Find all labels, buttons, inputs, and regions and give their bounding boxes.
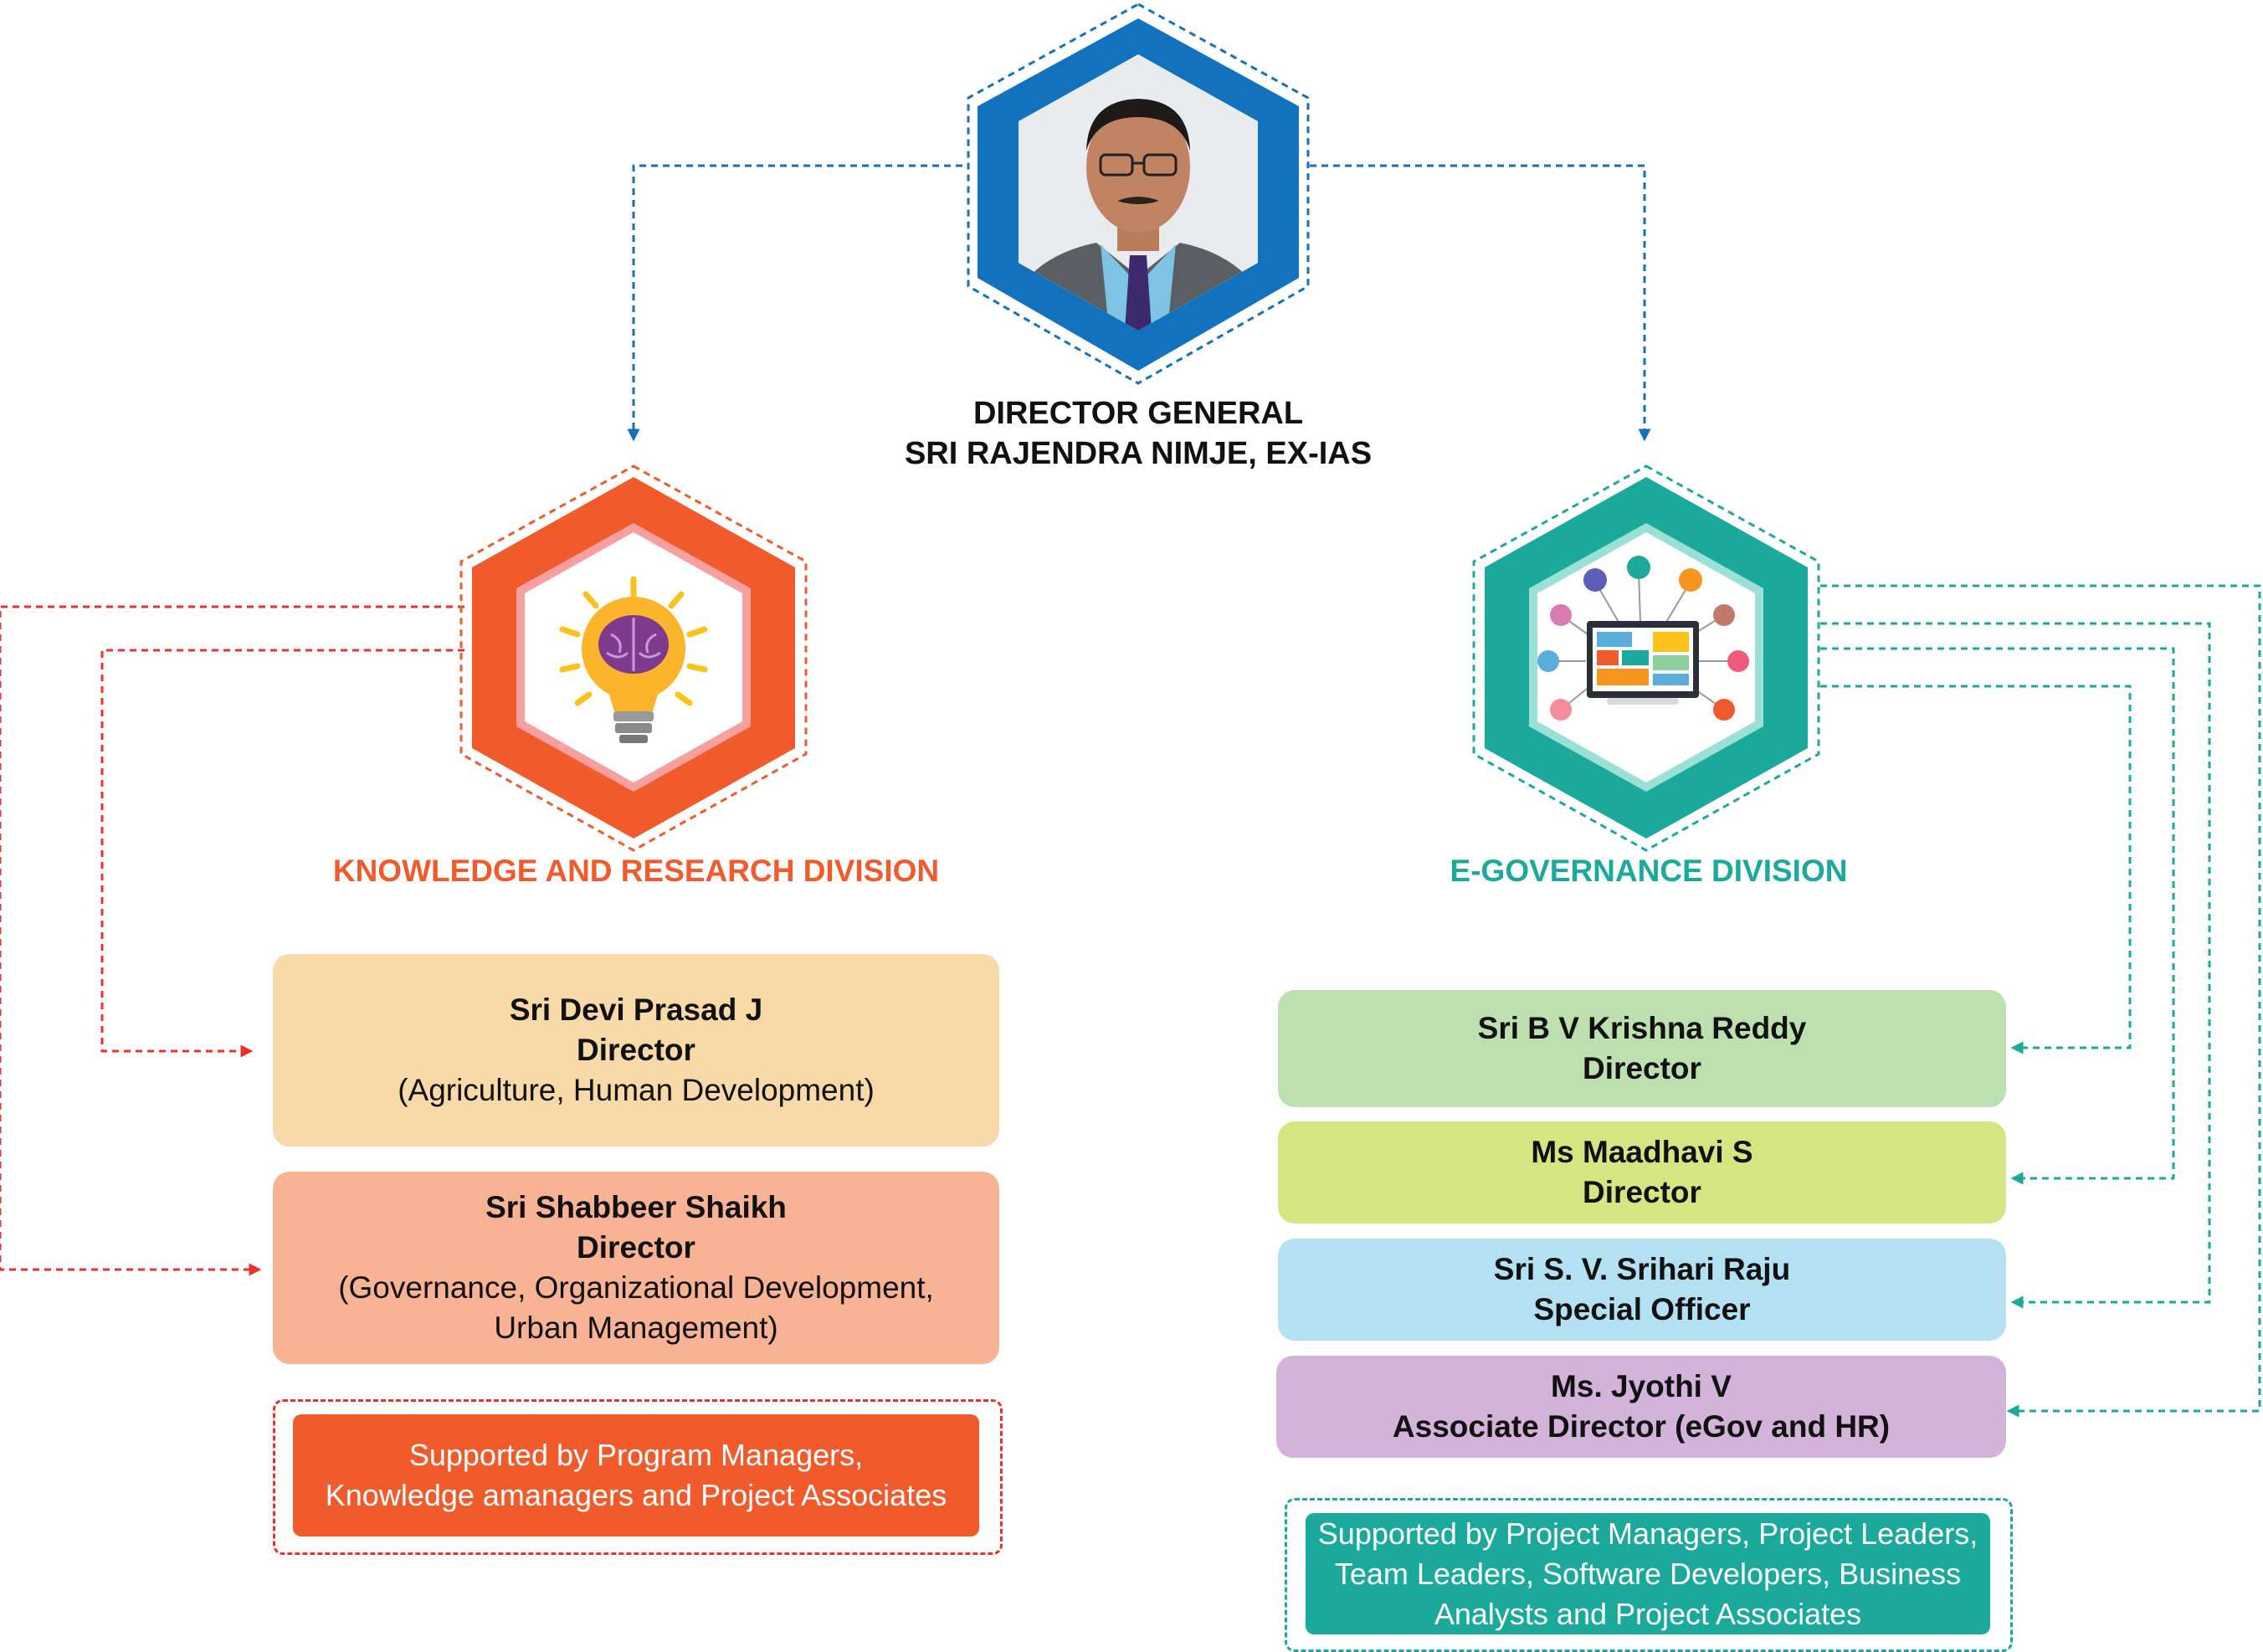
lightbulb-brain-icon xyxy=(559,576,708,743)
member-card-maadhavi: Ms Maadhavi S Director xyxy=(1278,1121,2006,1224)
egov-support-note: Supported by Project Managers, Project L… xyxy=(1306,1513,1990,1634)
support-line-2: Team Leaders, Software Developers, Busin… xyxy=(1334,1556,1962,1591)
egov-connectors xyxy=(1820,584,2261,1418)
member-card-srihari-raju: Sri S. V. Srihari Raju Special Officer xyxy=(1278,1239,2006,1341)
support-line-1: Supported by Project Managers, Project L… xyxy=(1317,1516,1978,1551)
member-role: Director xyxy=(1583,1175,1701,1209)
egov-division-title: E-GOVERNANCE DIVISION xyxy=(1450,854,1848,888)
member-name: Sri S. V. Srihari Raju xyxy=(1493,1252,1791,1286)
director-general-name: SRI RAJENDRA NIMJE, EX-IAS xyxy=(904,436,1373,471)
director-general-title: DIRECTOR GENERAL xyxy=(972,396,1304,431)
member-role: Director xyxy=(577,1230,695,1265)
knowledge-division-hexagon xyxy=(459,464,808,852)
member-role: Associate Director (eGov and HR) xyxy=(1392,1409,1891,1444)
member-card-krishna-reddy: Sri B V Krishna Reddy Director xyxy=(1278,990,2006,1107)
member-portfolio: (Agriculture, Human Development) xyxy=(398,1073,875,1107)
support-line-2: Knowledge amanagers and Project Associat… xyxy=(325,1478,947,1512)
knowledge-division-title: KNOWLEDGE AND RESEARCH DIVISION xyxy=(332,854,940,888)
member-role: Director xyxy=(577,1033,695,1067)
egov-support-frame xyxy=(1285,1498,2013,1652)
egov-division-hexagon xyxy=(1472,464,1820,852)
knowledge-support-note: Supported by Program Managers, Knowledge… xyxy=(293,1414,979,1537)
member-card-jyothi: Ms. Jyothi V Associate Director (eGov an… xyxy=(1276,1356,2006,1458)
member-name: Ms. Jyothi V xyxy=(1551,1369,1732,1403)
member-portfolio-continued: Urban Management) xyxy=(494,1311,778,1345)
member-portfolio: (Governance, Organizational Development, xyxy=(338,1270,934,1305)
dg-connectors xyxy=(627,164,1651,442)
knowledge-connectors xyxy=(0,605,464,1276)
member-role: Director xyxy=(1583,1051,1701,1085)
member-name: Sri Devi Prasad J xyxy=(509,993,763,1027)
member-card-devi-prasad: Sri Devi Prasad J Director (Agriculture,… xyxy=(273,954,999,1147)
support-line-3: Analysts and Project Associates xyxy=(1434,1596,1862,1631)
member-name: Sri Shabbeer Shaikh xyxy=(485,1190,787,1224)
director-general-hexagon xyxy=(967,3,1310,385)
computer-network-icon xyxy=(1537,556,1749,721)
member-name: Ms Maadhavi S xyxy=(1531,1135,1753,1169)
member-role: Special Officer xyxy=(1533,1292,1751,1326)
member-card-shabbeer-shaikh: Sri Shabbeer Shaikh Director (Governance… xyxy=(273,1172,999,1364)
support-line-1: Supported by Program Managers, xyxy=(408,1438,864,1472)
member-name: Sri B V Krishna Reddy xyxy=(1477,1011,1807,1045)
knowledge-support-frame xyxy=(273,1399,1003,1555)
director-general-label: DIRECTOR GENERAL SRI RAJENDRA NIMJE, EX-… xyxy=(870,393,1406,474)
